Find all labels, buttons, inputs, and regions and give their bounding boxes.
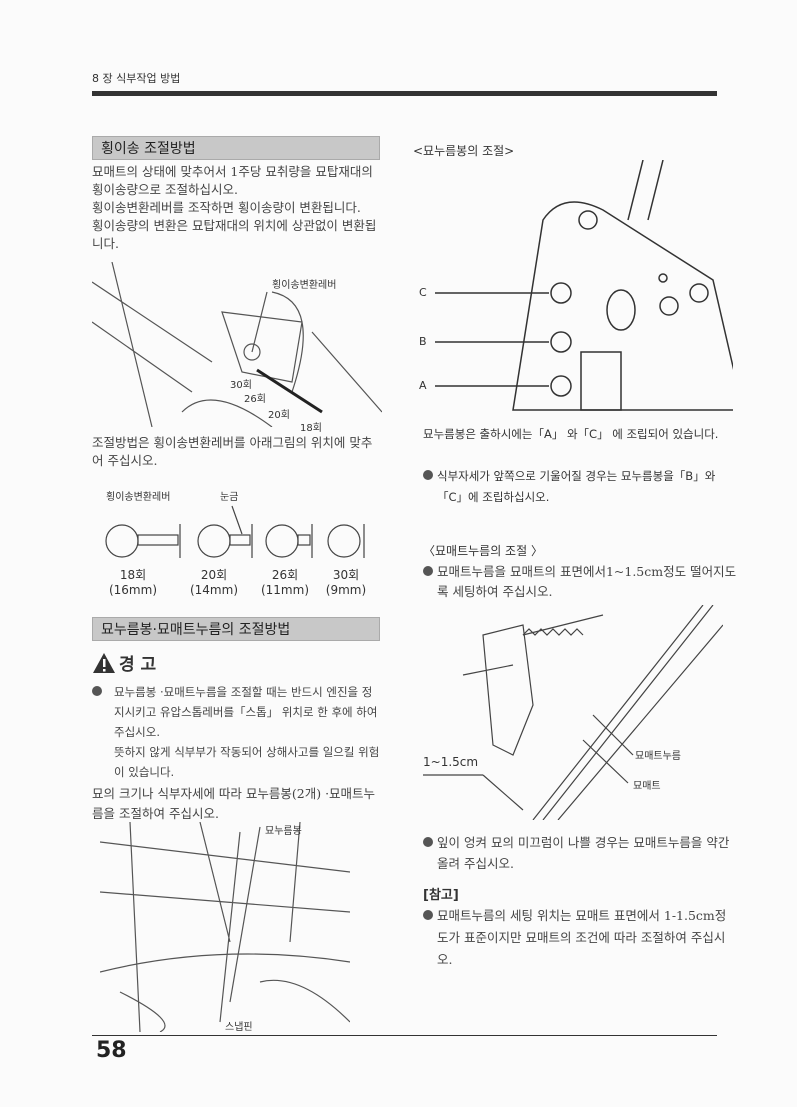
position-30: 30회(9mm) <box>316 566 376 597</box>
subheading-mat-press: 〈묘매트누름의 조절 〉 <box>423 544 543 558</box>
mm: (16mm) <box>108 583 157 597</box>
turns: 30회 <box>332 568 360 582</box>
bullet-icon <box>92 686 102 696</box>
mm: (14mm) <box>189 583 238 597</box>
mm: (11mm) <box>260 583 309 597</box>
bullet-text: 잎이 엉켜 묘의 미끄럼이 나쁠 경우는 묘매트누름을 약간 올려 주십시오. <box>437 835 730 871</box>
bullet-icon <box>423 837 433 847</box>
turns: 20회 <box>200 568 228 582</box>
position-18: 18회(16mm) <box>92 566 174 597</box>
label-rod: 묘누름봉 <box>265 826 302 837</box>
position-20: 20회(14mm) <box>174 566 254 597</box>
label-18: 18회 <box>300 423 322 434</box>
instruction-text: 조절방법은 횡이송변환레버를 아래그림의 위치에 맞추어 주십시오. <box>92 435 373 468</box>
bullet-text: 묘매트누름의 세팅 위치는 묘매트 표면에서 1-1.5cm정도가 표준이지만 … <box>437 908 727 967</box>
paragraph: 묘매트의 상태에 맞추어서 1주당 묘취량을 묘탑재대의 횡이송량으로 조절하십… <box>92 164 373 197</box>
label-20: 20회 <box>268 410 290 421</box>
position-26: 26회(11mm) <box>254 566 316 597</box>
label-lever: 횡이송변환레버 <box>106 492 171 503</box>
rod-text: 묘누름봉은 출하시에는「A」 와「C」 에 조립되어 있습니다. <box>423 427 719 441</box>
position-labels: 18회(16mm) 20회(14mm) 26회(11mm) 30회(9mm) <box>92 566 382 597</box>
footer-rule <box>92 1035 717 1036</box>
label-c: C <box>419 286 427 299</box>
header-rule <box>92 91 717 96</box>
figure-press-rod: 묘누름봉 스냅핀 <box>99 821 351 1033</box>
tangle-bullet: 잎이 엉켜 묘의 미끄럼이 나쁠 경우는 묘매트누름을 약간 올려 주십시오. <box>423 832 737 874</box>
paragraph: 횡이송변환레버를 조작하면 횡이송량이 변환됩니다. <box>92 200 361 215</box>
label-mat-presser: 묘매트누름 <box>635 751 681 762</box>
section-title-lateral-feed: 횡이송 조절방법 <box>92 136 380 160</box>
figure-mat-press: 1~1.5cm 묘매트누름 묘매트 <box>423 604 724 821</box>
label-26: 26회 <box>244 394 266 405</box>
section1-text: 묘매트의 상태에 맞추어서 1주당 묘취량을 묘탑재대의 횡이송량으로 조절하십… <box>92 163 382 253</box>
bullet-text: 묘매트누름을 묘매트의 표면에서1~1.5cm정도 떨어지도록 세팅하여 주십시… <box>437 564 737 599</box>
section-title-seedling-press: 묘누름봉·묘매트누름의 조절방법 <box>92 617 380 641</box>
bullet-icon <box>423 470 433 480</box>
mat-bullet: 묘매트누름을 묘매트의 표면에서1~1.5cm정도 떨어지도록 세팅하여 주십시… <box>423 562 737 602</box>
subheading-rod-adjust: <묘누름봉의 조절> <box>413 144 515 158</box>
label-b: B <box>419 335 427 348</box>
label-mat: 묘매트 <box>633 781 661 792</box>
paragraph: 횡이송량의 변환은 묘탑재대의 위치에 상관없이 변환됩니다. <box>92 218 377 251</box>
warning-icon <box>93 652 115 673</box>
note-bullet: 묘매트누름의 세팅 위치는 묘매트 표면에서 1-1.5cm정도가 표준이지만 … <box>423 905 737 971</box>
rod-bullet: 식부자세가 앞쪽으로 기울어질 경우는 묘누름봉을「B」와「C」에 조립하십시오… <box>423 466 737 508</box>
bullet-icon <box>423 566 433 576</box>
bullet-text: 식부자세가 앞쪽으로 기울어질 경우는 묘누름봉을「B」와「C」에 조립하십시오… <box>437 469 716 504</box>
label-pin: 스냅핀 <box>225 1022 253 1033</box>
bullet-icon <box>423 910 433 920</box>
label-lever: 횡이송변환레버 <box>272 280 337 291</box>
label-30: 30회 <box>230 380 252 391</box>
figure-rod-holes: C B A <box>413 159 744 415</box>
chapter-header: 8 장 식부작업 방법 <box>92 72 181 85</box>
figure-lever: 횡이송변환레버 30회 26회 20회 18회 <box>91 261 383 434</box>
warning-heading: 경 고 <box>92 650 156 675</box>
warning-line: 뜻하지 않게 식부부가 작동되어 상해사고를 일으킬 위험이 있습니다. <box>114 745 380 779</box>
label-a: A <box>419 379 427 392</box>
warning-line: 묘누름봉 ·묘매트누름을 조절할 때는 반드시 엔진을 정지시키고 유압스톱레버… <box>114 685 378 739</box>
body-text: 묘의 크기나 식부자세에 따라 묘누름봉(2개) ·묘매트누름을 조절하여 주십… <box>92 786 376 821</box>
label-gap: 1~1.5cm <box>423 755 479 769</box>
note-title: [참고] <box>423 888 459 903</box>
turns: 18회 <box>119 568 147 582</box>
turns: 26회 <box>271 568 299 582</box>
warning-title: 경 고 <box>119 655 157 675</box>
mm: (9mm) <box>325 583 367 597</box>
figure-lever-positions: 횡이송변환레버 눈금 18회(16mm) 20회(14mm) 26회(11mm)… <box>92 486 382 597</box>
warning-text: 묘누름봉 ·묘매트누름을 조절할 때는 반드시 엔진을 정지시키고 유압스톱레버… <box>92 682 382 782</box>
page-number: 58 <box>96 1038 127 1063</box>
label-scale: 눈금 <box>220 492 239 503</box>
